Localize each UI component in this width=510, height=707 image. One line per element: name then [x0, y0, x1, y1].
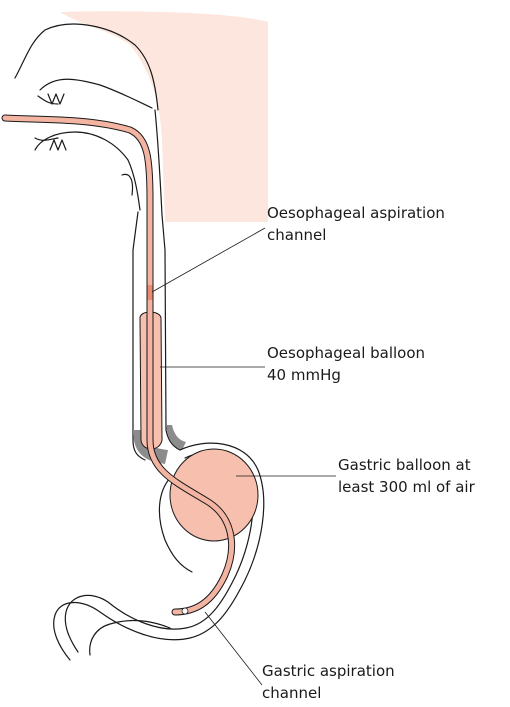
leader-gastric-aspiration [205, 612, 262, 685]
head-silhouette [60, 11, 268, 222]
oesophagus-wall-right [162, 215, 180, 450]
label-gastric-balloon: Gastric balloon at least 300 ml of air [338, 456, 476, 496]
tongue-outline [35, 132, 140, 210]
label-gastric-aspiration-line2: channel [262, 684, 321, 702]
label-gastric-aspiration-line1: Gastric aspiration [262, 662, 395, 680]
label-gastric-balloon-line2: least 300 ml of air [338, 478, 476, 496]
gastric-balloon [170, 449, 258, 541]
label-gastric-aspiration: Gastric aspiration channel [262, 662, 399, 702]
epiglottis-outline [122, 174, 133, 195]
label-oesophageal-aspiration-line1: Oesophageal aspiration [267, 204, 445, 222]
label-oesophageal-aspiration-line2: channel [267, 226, 326, 244]
gastric-cardia-shading [166, 425, 186, 450]
teeth-lower [50, 140, 66, 150]
gastric-aspiration-port [182, 608, 188, 614]
label-oesophageal-balloon: Oesophageal balloon 40 mmHg [267, 344, 430, 384]
label-oesophageal-balloon-line2: 40 mmHg [267, 366, 341, 384]
label-gastric-balloon-line1: Gastric balloon at [338, 456, 471, 474]
label-oesophageal-aspiration: Oesophageal aspiration channel [267, 204, 450, 244]
label-oesophageal-balloon-line1: Oesophageal balloon [267, 344, 425, 362]
leader-oesophageal-aspiration [152, 228, 265, 292]
